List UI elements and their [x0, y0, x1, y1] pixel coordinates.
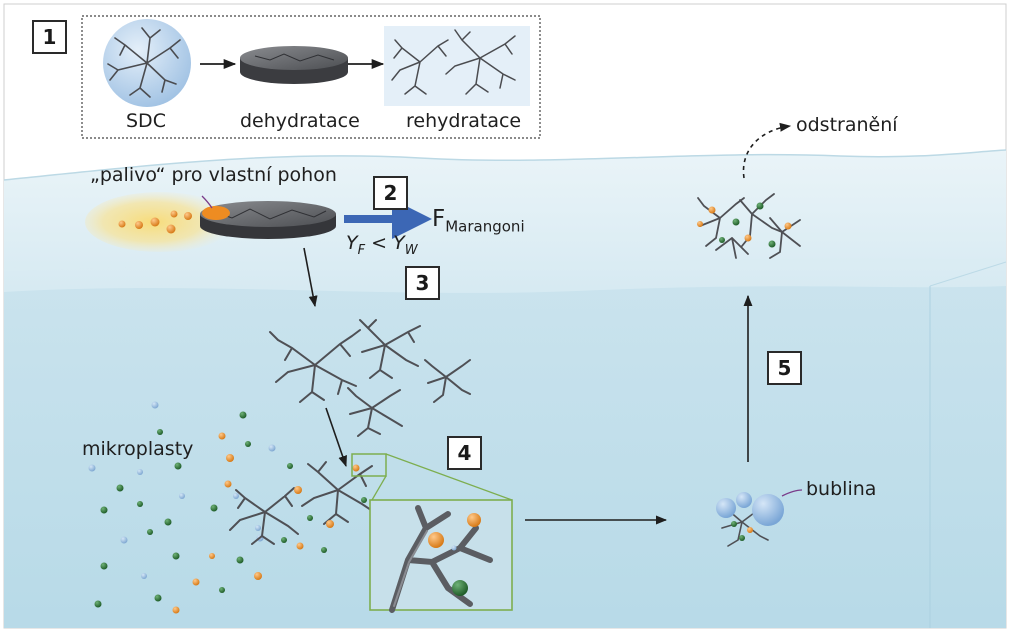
capturing-sponge [229, 461, 375, 545]
gamma-water-subscript: W [404, 242, 418, 258]
zoom-inset [369, 499, 513, 613]
sdc-sphere [103, 19, 191, 107]
arrow-disk-to-sponge [303, 247, 318, 308]
force-subscript: Marangoni [445, 217, 525, 236]
force-symbol: F [432, 206, 446, 232]
label-rehydration: rehydratace [406, 110, 522, 132]
gamma-fuel-subscript: F [357, 242, 366, 258]
label-sdc: SDC [126, 110, 166, 132]
label-bubble: bublina [806, 478, 877, 500]
floating-disk [200, 195, 336, 239]
label-microplastics: mikroplasty [82, 438, 194, 460]
zoom-source-box [351, 453, 387, 477]
marangoni-force-label: FMarangoni [432, 208, 525, 235]
label-removal: odstranění [796, 114, 898, 136]
step-4-box: 4 [447, 436, 482, 470]
step-3-box: 3 [405, 266, 440, 300]
expanded-sponge [269, 319, 471, 437]
zoom-line-top [385, 453, 513, 501]
bubble-cluster [716, 489, 803, 547]
gamma-water: Y [393, 232, 405, 254]
aggregated-sponge [697, 193, 801, 259]
fuel-glow [85, 192, 235, 252]
label-dehydration: dehydratace [240, 110, 360, 132]
label-fuel: „palivo“ pro vlastní pohon [90, 164, 337, 186]
zoom-line-bottom [371, 475, 387, 501]
step-2-box: 2 [373, 176, 408, 210]
arrow-removal [742, 122, 792, 179]
fuel-droplets [118, 210, 192, 234]
relation-sign: < [365, 232, 394, 254]
step-5-box: 5 [767, 351, 802, 385]
surface-tension-relation: YF < YW [346, 234, 418, 257]
step-1-box: 1 [32, 20, 67, 54]
dehydrated-disk [240, 46, 348, 84]
microplastic-particles [88, 401, 327, 614]
arrow-sponge-to-capture [325, 407, 347, 468]
rehydrated-sponge [384, 26, 530, 106]
gamma-fuel: Y [346, 232, 358, 254]
